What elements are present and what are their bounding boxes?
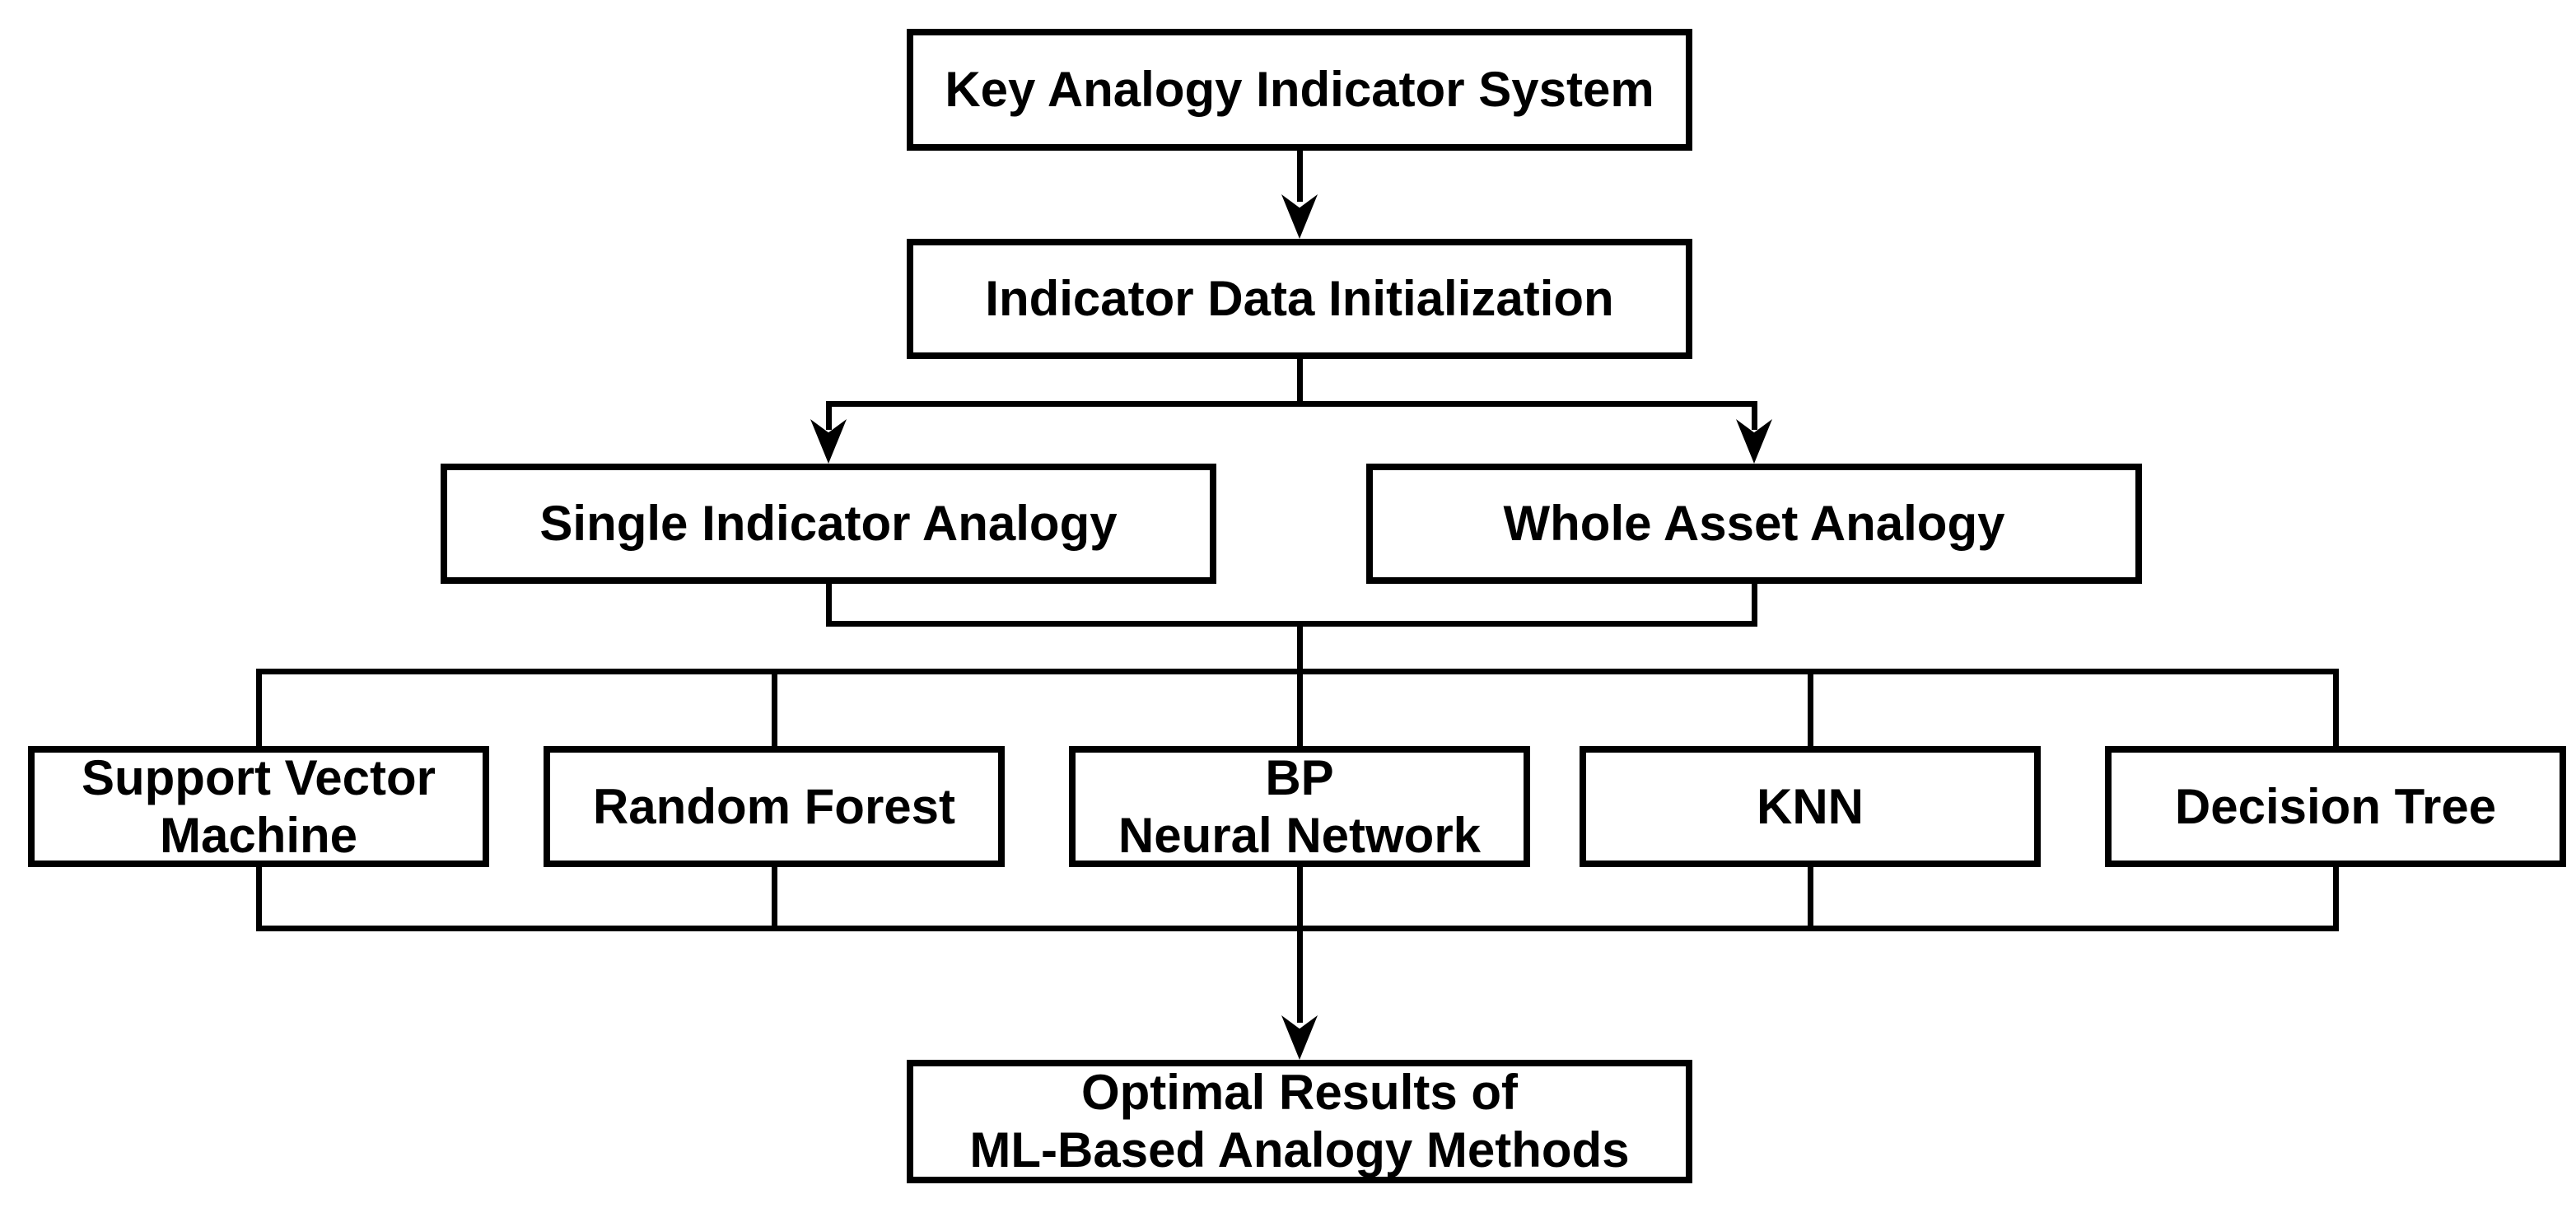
node-whole-asset-analogy: Whole Asset Analogy <box>1366 464 2142 584</box>
node-key-analogy-indicator-system: Key Analogy Indicator System <box>907 29 1692 151</box>
node-optimal-results-label: Optimal Results of ML-Based Analogy Meth… <box>969 1065 1630 1178</box>
edge-drop-bp-line <box>1297 669 1303 746</box>
node-random-forest: Random Forest <box>544 746 1005 867</box>
edge-knn-stem-line <box>1808 867 1813 931</box>
node-indicator-data-initialization-label: Indicator Data Initialization <box>985 271 1614 327</box>
edge-drop-dt-line <box>2333 669 2339 746</box>
edge-merge-bus-line <box>826 621 1757 627</box>
node-bp-neural-network-label: BP Neural Network <box>1118 749 1482 863</box>
edge-merge-stem-line <box>1297 621 1303 674</box>
node-single-indicator-analogy: Single Indicator Analogy <box>441 464 1216 584</box>
edge-root-to-init-line <box>1297 151 1303 202</box>
node-whole-asset-analogy-label: Whole Asset Analogy <box>1503 496 2005 552</box>
node-optimal-results: Optimal Results of ML-Based Analogy Meth… <box>907 1060 1692 1183</box>
edge-methods-to-final-line <box>1297 926 1303 1023</box>
edge-rf-stem-line <box>772 867 777 931</box>
edge-drop-knn-line <box>1808 669 1813 746</box>
edge-branch-to-whole-line <box>1752 401 1757 430</box>
edge-branch-to-single-line <box>826 401 832 430</box>
node-key-analogy-indicator-system-label: Key Analogy Indicator System <box>945 62 1654 118</box>
node-decision-tree: Decision Tree <box>2105 746 2566 867</box>
edge-init-stem-line <box>1297 359 1303 407</box>
edge-bp-stem-line <box>1297 867 1303 931</box>
node-single-indicator-analogy-label: Single Indicator Analogy <box>539 496 1118 552</box>
node-bp-neural-network: BP Neural Network <box>1069 746 1530 867</box>
node-support-vector-machine-label: Support Vector Machine <box>81 749 436 863</box>
node-knn-label: KNN <box>1757 778 1864 834</box>
node-knn: KNN <box>1580 746 2041 867</box>
edge-drop-rf-line <box>772 669 777 746</box>
edge-single-stem-line <box>826 584 832 627</box>
node-indicator-data-initialization: Indicator Data Initialization <box>907 239 1692 359</box>
node-decision-tree-label: Decision Tree <box>2174 778 2497 834</box>
edge-svm-stem-line <box>256 867 262 931</box>
edge-drop-svm-line <box>256 669 262 746</box>
edge-dt-stem-line <box>2333 867 2339 931</box>
node-support-vector-machine: Support Vector Machine <box>28 746 489 867</box>
edge-whole-stem-line <box>1752 584 1757 627</box>
node-random-forest-label: Random Forest <box>592 778 956 834</box>
edge-branch-bus-line <box>826 401 1757 407</box>
